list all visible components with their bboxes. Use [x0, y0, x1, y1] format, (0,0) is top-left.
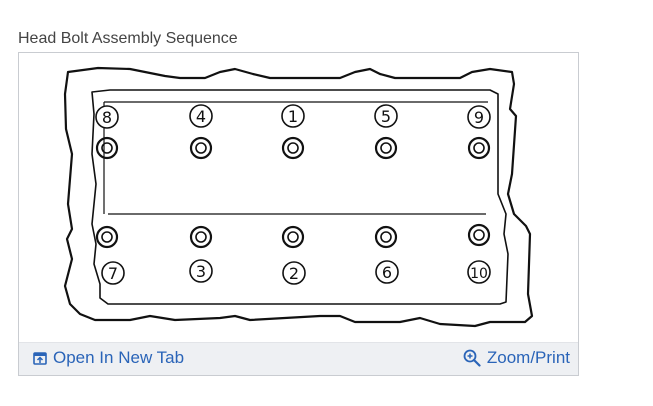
svg-text:10: 10 [470, 266, 488, 282]
svg-text:2: 2 [289, 264, 299, 283]
diagram-caption: Head Bolt Assembly Sequence [18, 30, 238, 47]
bolt-hole [281, 225, 305, 249]
bolt-label-top-5: 9 [467, 105, 491, 129]
gasket-inner-outline [91, 89, 509, 305]
bolt-hole [189, 225, 213, 249]
bolt-hole [374, 225, 398, 249]
svg-text:9: 9 [474, 108, 484, 127]
svg-text:4: 4 [196, 107, 206, 126]
bolt-label-top-3: 1 [281, 104, 305, 128]
bolt-hole [189, 136, 213, 160]
bolt-hole [95, 136, 119, 160]
diagram-footer: Open In New Tab Zoom/Print [19, 342, 578, 375]
bolt-label-top-1: 8 [95, 105, 119, 129]
svg-text:5: 5 [381, 107, 391, 126]
bolt-hole [467, 136, 491, 160]
svg-text:1: 1 [288, 107, 298, 126]
bolt-hole [374, 136, 398, 160]
head-bolt-diagram-svg: 8 4 1 5 9 [63, 66, 534, 328]
bolt-label-top-4: 5 [374, 104, 398, 128]
head-bolt-diagram: 8 4 1 5 9 [20, 54, 579, 343]
cylinder-head-outline [63, 66, 534, 328]
open-in-new-tab-icon [33, 351, 47, 365]
svg-text:8: 8 [102, 108, 112, 127]
bolt-hole [467, 223, 491, 247]
bolt-label-bottom-4: 6 [375, 260, 399, 284]
svg-text:6: 6 [382, 263, 392, 282]
diagram-frame: 8 4 1 5 9 [18, 52, 579, 376]
zoom-print-label: Zoom/Print [486, 348, 570, 367]
bolt-hole [281, 136, 305, 160]
bolt-label-bottom-5: 10 [467, 260, 491, 284]
svg-text:7: 7 [108, 264, 118, 283]
zoom-print-link[interactable]: Zoom/Print [463, 348, 570, 368]
bolt-label-bottom-1: 7 [101, 261, 125, 285]
svg-text:3: 3 [196, 262, 206, 281]
open-in-new-tab-link[interactable]: Open In New Tab [33, 348, 184, 368]
open-in-new-tab-label: Open In New Tab [53, 348, 185, 367]
bolt-label-top-2: 4 [189, 104, 213, 128]
magnifier-plus-icon [463, 349, 481, 367]
bolt-label-bottom-2: 3 [189, 259, 213, 283]
bolt-label-bottom-3: 2 [282, 261, 306, 285]
bolt-hole [95, 225, 119, 249]
